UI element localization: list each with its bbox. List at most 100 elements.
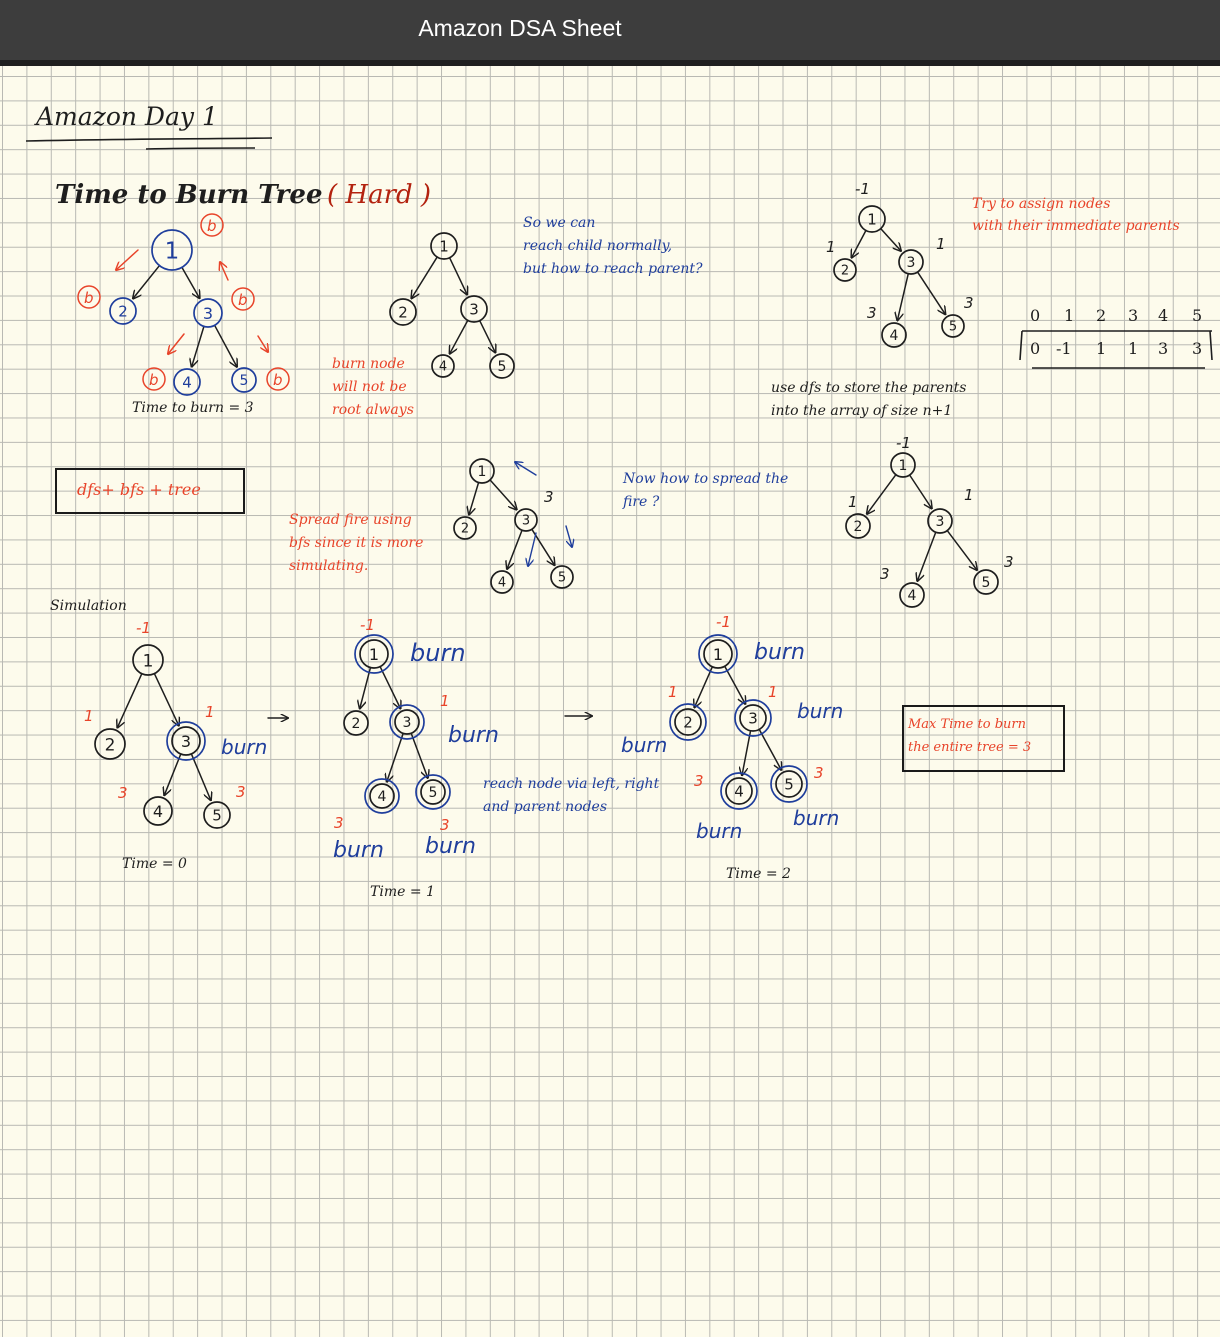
edge-weight-12: 1 [205, 703, 215, 721]
burn-marker-2: b [238, 291, 248, 309]
burn-marker-0: b [207, 217, 217, 235]
edge-weight-13: 3 [118, 784, 128, 802]
tree-time1-node-1-label: 1 [369, 645, 379, 664]
tree-spread-edge-0 [469, 481, 480, 514]
table-value-1: -1 [1056, 339, 1072, 358]
tree-spread-node-3-circle [514, 508, 538, 532]
table-value-2: 1 [1096, 339, 1107, 358]
burn-word-1: burn [448, 723, 499, 748]
tree-dfs-edge-1 [908, 474, 932, 508]
burn-marker-circle-0 [200, 213, 224, 237]
tree-main-node-4-label: 4 [182, 373, 192, 391]
tree-time0-node-1-circle [132, 644, 164, 676]
tree-plain-node-2-label: 2 [398, 303, 408, 321]
tree-time2-node-5-label: 5 [784, 775, 794, 793]
tree-dfs-edge-2 [917, 531, 937, 581]
tree-parents-node-4-circle [881, 322, 907, 348]
table-value-4: 3 [1158, 339, 1169, 358]
tree-parents-node-3-label: 3 [907, 255, 916, 271]
edge-weight-11: 1 [84, 707, 94, 725]
tree-dfs-node-4-circle [899, 582, 925, 608]
tree-main-edge-3 [213, 324, 237, 366]
tree-time0-node-3-circle [171, 726, 201, 756]
burn-node-note-2: will not be [332, 379, 407, 395]
heading-underline [25, 137, 273, 150]
edge-weight-10: -1 [136, 619, 151, 637]
assign-parents-note-2: with their immediate parents [972, 218, 1180, 234]
edge-weight-19: -1 [716, 613, 731, 631]
reach-child-note-2: reach child normally, [523, 238, 673, 254]
tree-time2-node-3-circle [739, 704, 767, 732]
tree-spread-node-3-label: 3 [522, 514, 530, 529]
table-value-0: 0 [1030, 339, 1041, 358]
burn-marker-4: b [273, 371, 283, 389]
tree-dfs-node-2-circle [845, 513, 871, 539]
title-bar: Amazon DSA Sheet [0, 0, 1220, 60]
tree-plain-node-5-circle [489, 353, 515, 379]
tree-dfs-edge-3 [946, 529, 977, 570]
edge-weight-4: 3 [964, 294, 974, 312]
dfs-note-2: into the array of size n+1 [771, 403, 953, 419]
tree-time1-edge-3 [410, 732, 428, 778]
tree-time1-node-3-label: 3 [403, 715, 412, 731]
tree-time1-node-2-circle [343, 710, 369, 736]
spread-fire-note-1: Spread fire using [289, 512, 412, 528]
edge-weight-14: 3 [236, 783, 246, 801]
edge-weight-5: -1 [896, 434, 911, 452]
burn-marker-3: b [149, 371, 159, 389]
tree-main-node-2-label: 2 [118, 302, 128, 320]
edge-weight-2: 1 [936, 235, 946, 253]
red-arrow-3 [257, 335, 268, 352]
red-arrow-1 [220, 262, 229, 281]
tree-spread-node-4-label: 4 [498, 576, 506, 591]
tree-time0-edge-1 [153, 672, 178, 726]
tree-parents-edge-3 [916, 271, 946, 314]
burn-word-6: burn [797, 699, 843, 723]
window-title: Amazon DSA Sheet [418, 15, 622, 41]
tree-time1-node-1-circle [359, 639, 389, 669]
burn-marker-circle-4 [266, 367, 290, 391]
tree-main-node-5-circle [231, 367, 257, 393]
tree-main-edge-2 [192, 325, 205, 366]
tree-spread-node-1-circle [469, 458, 495, 484]
table-index-4: 4 [1158, 306, 1169, 325]
tree-parents-node-4-label: 4 [890, 328, 899, 344]
tree-spread-node-5-circle [550, 565, 574, 589]
burn-marker-circle-2 [231, 287, 255, 311]
tree-time2-node-5-circle [775, 770, 803, 798]
tree-dfs-node-3-circle [927, 508, 953, 534]
tree-parents-node-5-circle [941, 314, 965, 338]
tree-dfs-node-1-circle [890, 452, 916, 478]
burn-word-3: burn [333, 838, 384, 863]
tree-spread-node-2-circle [453, 516, 477, 540]
tree-time1-node-1-burn-ring [354, 634, 394, 674]
grid-paper-canvas[interactable] [0, 66, 1220, 1337]
tree-parents-node-1-label: 1 [867, 210, 877, 228]
table-border [1019, 330, 1213, 369]
tree-parents-node-5-label: 5 [949, 320, 957, 335]
tree-dfs-node-2-label: 2 [854, 519, 863, 535]
tree-time1-node-2-label: 2 [352, 716, 361, 732]
tree-time2-node-1-burn-ring [698, 634, 738, 674]
result-text-1: Max Time to burn [908, 717, 1026, 732]
assign-parents-note-1: Try to assign nodes [972, 196, 1111, 212]
edge-weight-3: 3 [867, 304, 877, 322]
tree-parents-node-3-circle [898, 249, 924, 275]
dfs-note-1: use dfs to store the parents [771, 380, 967, 396]
tree-time0-node-3-label: 3 [181, 732, 191, 751]
tree-time0-node-3-burn-ring [166, 721, 206, 761]
burn-word-0: burn [221, 735, 267, 759]
edge-weight-17: 3 [334, 814, 344, 832]
tree-spread-edge-2 [507, 529, 523, 569]
tree-time0-node-2-label: 2 [105, 735, 116, 755]
tree-plain-node-3-label: 3 [469, 300, 479, 318]
result-text-2: the entire tree = 3 [908, 740, 1032, 755]
tree-plain-edge-1 [448, 256, 468, 295]
tree-spread-node-1-label: 1 [478, 464, 487, 480]
burn-word-5: burn [754, 640, 805, 665]
edge-weight-23: 3 [814, 764, 824, 782]
burn-marker-circle-1 [77, 285, 101, 309]
tree-time1-edge-0 [360, 666, 372, 709]
problem-title: Time to Burn Tree [55, 180, 323, 210]
